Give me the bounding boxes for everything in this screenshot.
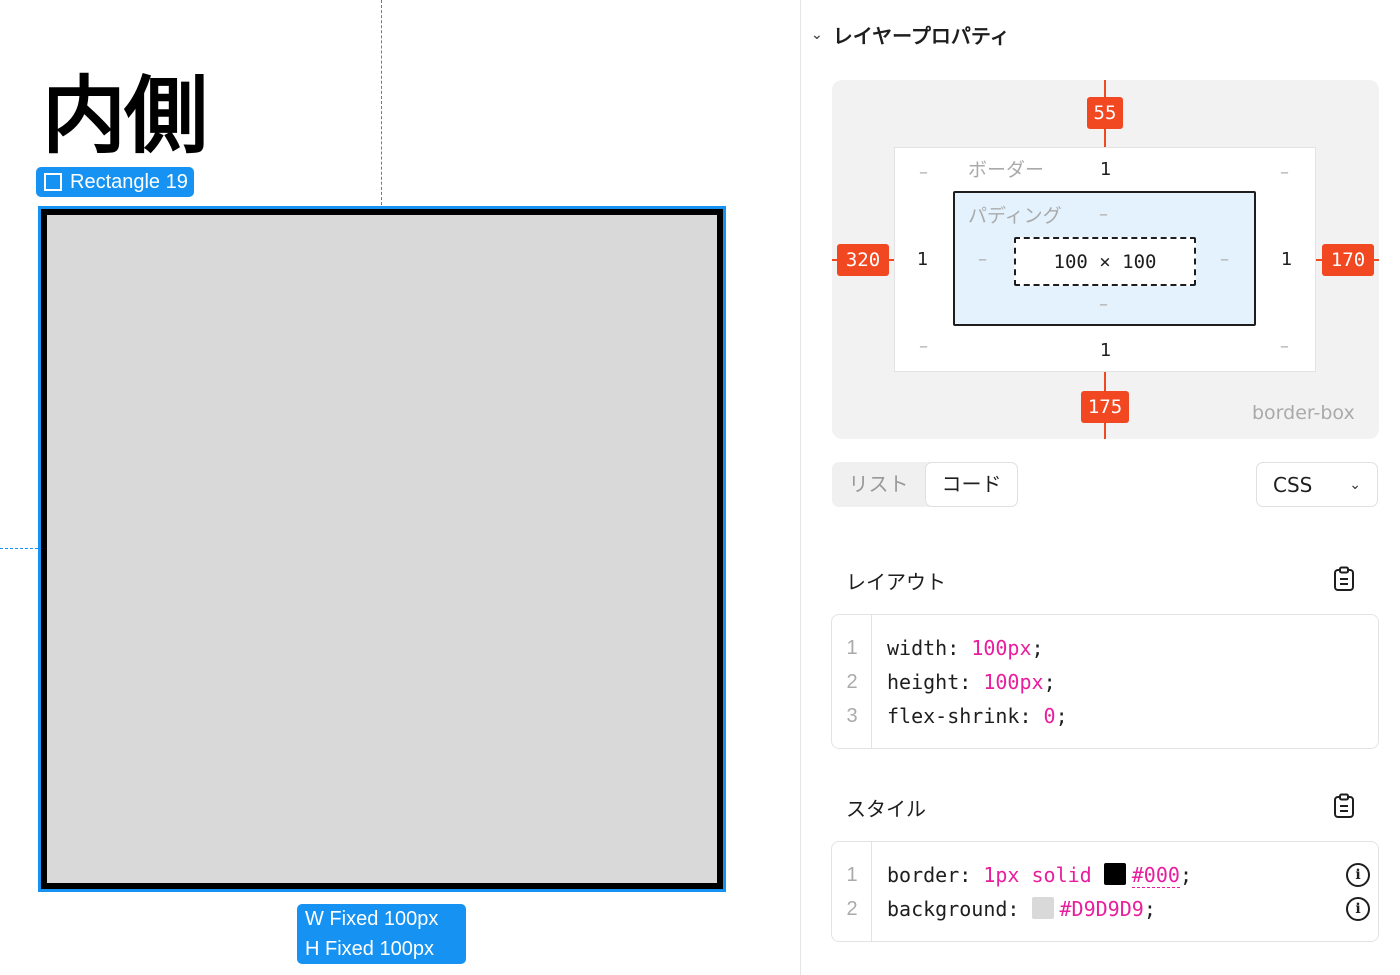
layout-section-title: レイアウト [846,570,946,594]
color-swatch-gray[interactable] [1031,897,1054,919]
padding-left-value[interactable]: – [978,249,987,270]
properties-panel: ⌄ レイヤープロパティ 100 × 100 55 175 320 170 ボーダ… [800,0,1400,975]
line-number: 3 [846,705,858,727]
horizontal-guide-line [0,548,38,549]
margin-bottom-value[interactable]: 175 [1081,391,1129,423]
corner-top-right: – [1280,162,1289,183]
line-number: 2 [846,898,858,920]
tab-list[interactable]: リスト [848,472,909,496]
content-box: 100 × 100 [1014,237,1196,286]
size-tag: W Fixed 100px H Fixed 100px [297,904,466,964]
panel-title: レイヤープロパティ [832,24,1010,48]
css-property: height [887,670,960,694]
border-left-value[interactable]: 1 [917,249,929,270]
css-value: 0 [1043,704,1056,728]
border-label: ボーダー [968,159,1045,181]
layout-code-block[interactable]: 1 width: 100px; 2 height: 100px; 3 flex-… [831,614,1379,749]
box-sizing-label: border-box [1252,402,1355,424]
css-value: 100px [983,670,1044,694]
info-icon[interactable]: i [1346,897,1370,921]
style-code-block[interactable]: 1 border: 1px solid #000; i 2 background… [831,841,1379,942]
padding-top-value[interactable]: – [1099,204,1108,225]
css-property: border [887,863,960,887]
margin-top-value[interactable]: 55 [1087,97,1123,129]
line-number: 1 [846,637,858,659]
corner-bottom-right: – [1280,336,1289,357]
panel-header[interactable]: ⌄ レイヤープロパティ [811,20,1010,49]
layer-name: Rectangle 19 [70,170,188,193]
color-value[interactable]: #000 [1131,863,1180,888]
padding-bottom-value[interactable]: – [1099,294,1108,315]
code-line: 3 flex-shrink: 0; [832,699,1378,733]
info-icon[interactable]: i [1346,863,1370,887]
margin-left-value[interactable]: 320 [837,244,889,276]
border-bottom-value[interactable]: 1 [1100,340,1112,361]
padding-label: パディング [968,205,1062,227]
css-value: 1px solid [983,863,1092,887]
selected-rectangle[interactable] [41,209,723,889]
canvas-heading: 内側 [42,67,208,165]
height-label: H Fixed 100px [305,938,434,960]
corner-bottom-left: – [919,336,928,357]
color-swatch-black[interactable] [1103,863,1126,885]
line-number: 1 [846,864,858,886]
line-number: 2 [846,671,858,693]
code-line: 1 border: 1px solid #000; i [832,858,1378,892]
code-line: 2 background: #D9D9D9; i [832,892,1378,926]
margin-right-value[interactable]: 170 [1322,244,1374,276]
border-top-value[interactable]: 1 [1100,159,1112,180]
style-section-title: スタイル [846,797,926,821]
format-select[interactable]: CSS ⌄ [1256,462,1378,507]
layer-name-tag[interactable]: Rectangle 19 [36,167,194,197]
view-toggle: リスト コード [832,462,1018,507]
css-property: background [887,897,1008,921]
selection-outline[interactable] [38,206,726,892]
copy-icon[interactable] [1332,566,1356,592]
code-line: 1 width: 100px; [832,631,1378,665]
vertical-guide-line [381,0,382,205]
chevron-down-icon: ⌄ [1349,476,1361,493]
chevron-down-icon[interactable]: ⌄ [811,26,823,43]
border-right-value[interactable]: 1 [1281,249,1293,270]
tab-code[interactable]: コード [925,462,1018,507]
rectangle-icon [44,173,62,191]
box-model-diagram: 100 × 100 55 175 320 170 ボーダー 1 1 1 1 – … [832,80,1379,439]
color-value[interactable]: #D9D9D9 [1059,897,1144,921]
content-size: 100 × 100 [1053,250,1157,273]
format-select-value: CSS [1273,472,1313,497]
code-line: 2 height: 100px; [832,665,1378,699]
css-value: 100px [971,636,1032,660]
design-canvas[interactable]: 内側 Rectangle 19 W Fixed 100px H Fixed 10… [0,0,800,975]
padding-right-value[interactable]: – [1220,249,1229,270]
line-gutter [832,842,872,941]
width-label: W Fixed 100px [305,908,439,930]
line-gutter [832,615,872,748]
css-property: flex-shrink [887,704,1020,728]
copy-icon[interactable] [1332,793,1356,819]
css-property: width [887,636,948,660]
corner-top-left: – [919,162,928,183]
